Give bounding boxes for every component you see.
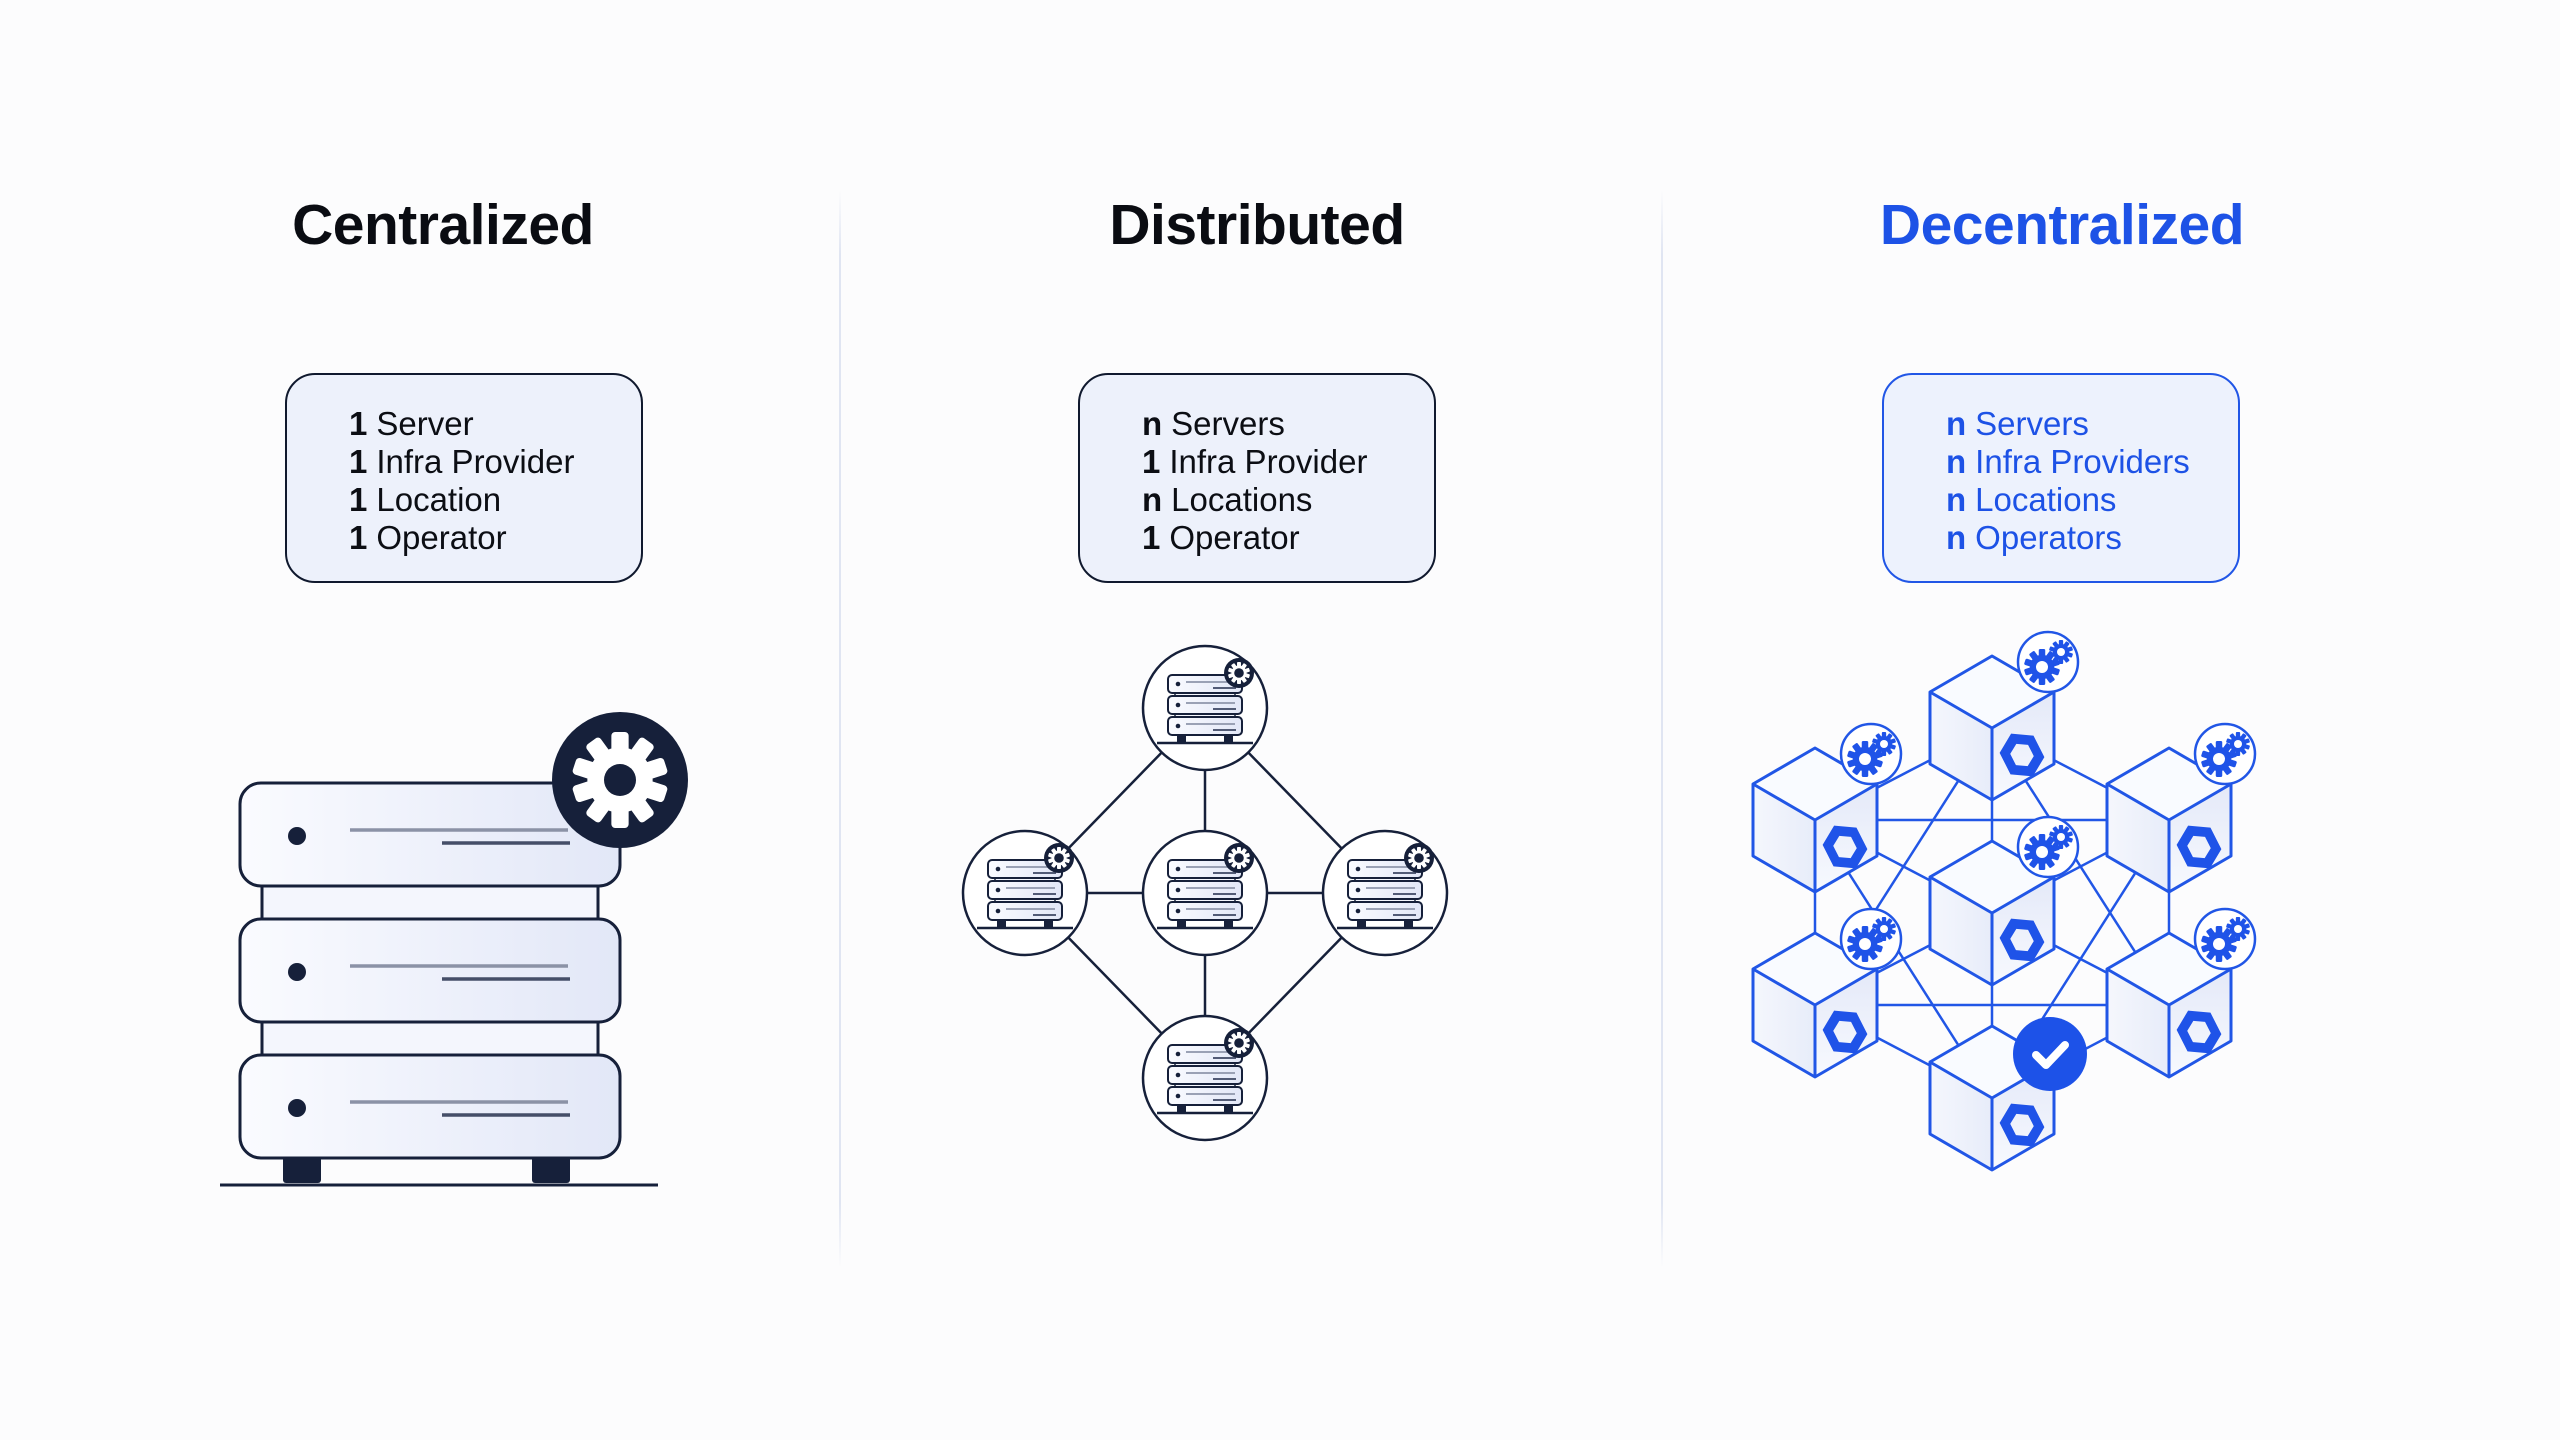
column-title-decentralized: Decentralized [1879,193,2245,257]
count-value: 1 [349,481,368,518]
count-label: Servers [1975,405,2089,442]
server-node [961,829,1089,957]
server-node [1321,829,1449,957]
count-label: Infra Provider [376,443,575,480]
count-value: 1 [349,519,368,556]
count-label: Operators [1975,519,2122,556]
count-value: 1 [349,443,368,480]
count-label: Servers [1171,405,1285,442]
server-node [1141,829,1269,957]
count-label: Locations [1171,481,1313,518]
count-value: 1 [1142,519,1161,556]
column-title-centralized: Centralized [292,193,594,257]
server-node [1141,1014,1269,1142]
gears-icon [1841,909,1901,969]
server-stack-illustration [220,712,688,1187]
check-icon [2013,1017,2087,1091]
count-label: Location [376,481,502,518]
gear-icon [552,712,688,848]
server-slab [238,917,622,1024]
server-node [1141,644,1269,772]
column-divider-right [1661,190,1663,1268]
gears-icon [2018,817,2078,877]
gears-icon [1841,724,1901,784]
count-value: 1 [349,405,368,442]
count-value: n [1142,481,1163,518]
count-label: Server [376,405,474,442]
decentralized-mesh-illustration [1751,623,2272,1172]
count-label: Infra Providers [1975,443,2190,480]
gears-icon [2195,909,2255,969]
column-divider-left [839,190,841,1268]
server-slab [238,1053,622,1160]
count-value: n [1946,405,1967,442]
count-value: n [1946,481,1967,518]
count-value: n [1142,405,1163,442]
count-value: 1 [1142,443,1161,480]
gears-icon [2195,724,2255,784]
count-label: Operator [1169,519,1300,556]
count-label: Operator [376,519,507,556]
count-value: n [1946,519,1967,556]
count-value: n [1946,443,1967,480]
count-label: Infra Provider [1169,443,1368,480]
distributed-network-illustration [961,644,1449,1142]
gears-icon [2018,632,2078,692]
count-label: Locations [1975,481,2117,518]
column-title-distributed: Distributed [1109,193,1405,257]
